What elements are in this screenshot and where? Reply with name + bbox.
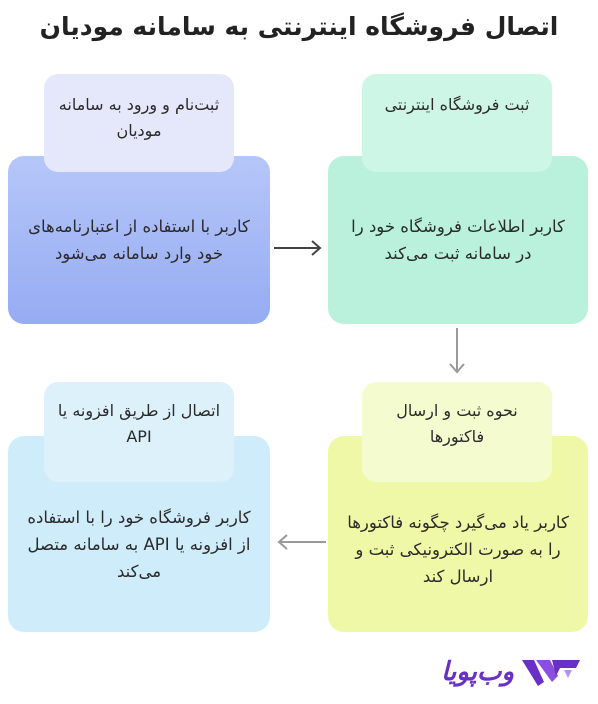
step-header-1: ثبت‌نام و ورود به سامانه مودیان [44, 74, 234, 172]
arrow-left-icon [277, 534, 326, 550]
step-header-3: نحوه ثبت و ارسال فاکتورها [362, 382, 552, 482]
diagram-title: اتصال فروشگاه اینترنتی به سامانه مودیان [39, 12, 559, 41]
step-body-1: کاربر با استفاده از اعتبارنامه‌های خود و… [8, 156, 270, 324]
arrow-right-icon [274, 240, 322, 256]
step-body-2: کاربر اطلاعات فروشگاه خود را در سامانه ث… [328, 156, 588, 324]
arrow-down-icon [449, 328, 465, 374]
step-header-4: اتصال از طریق افزونه یا API [44, 382, 234, 482]
brand-logo: وب‌پویا [408, 654, 586, 690]
brand-name: وب‌پویا [441, 657, 514, 687]
step-header-2: ثبت فروشگاه اینترنتی [362, 74, 552, 172]
brand-mark-icon [522, 660, 580, 686]
